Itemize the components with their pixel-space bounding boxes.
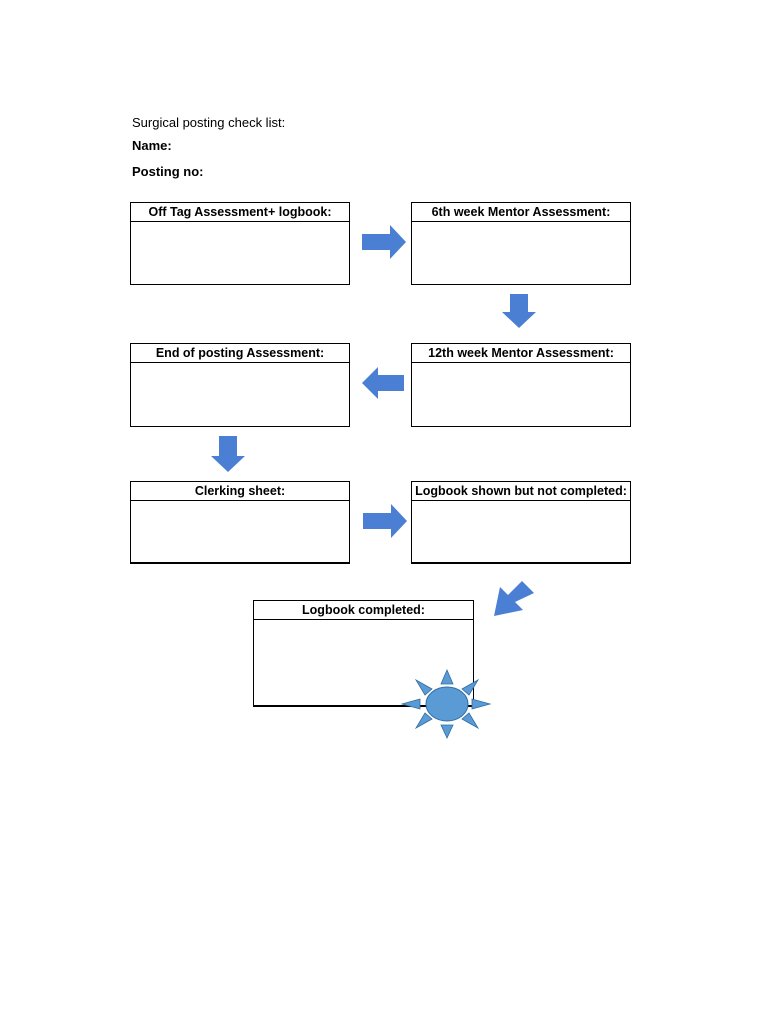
box-6th-week-mentor-assessment-label: 6th week Mentor Assessment: xyxy=(412,203,630,222)
page-title: Surgical posting check list: xyxy=(132,115,286,130)
box-12th-week-mentor-assessment[interactable]: 12th week Mentor Assessment: xyxy=(411,343,631,427)
arrow-left-icon xyxy=(362,367,404,399)
name-label: Name: xyxy=(132,138,172,153)
box-off-tag-assessment[interactable]: Off Tag Assessment+ logbook: xyxy=(130,202,350,285)
arrow-down-icon xyxy=(211,436,245,472)
posting-no-label: Posting no: xyxy=(132,164,204,179)
box-6th-week-mentor-assessment[interactable]: 6th week Mentor Assessment: xyxy=(411,202,631,285)
box-clerking-sheet[interactable]: Clerking sheet: xyxy=(130,481,350,564)
box-off-tag-assessment-label: Off Tag Assessment+ logbook: xyxy=(131,203,349,222)
box-logbook-shown-not-completed-label: Logbook shown but not completed: xyxy=(412,482,630,501)
arrow-right-icon xyxy=(363,504,407,538)
box-clerking-sheet-label: Clerking sheet: xyxy=(131,482,349,501)
box-logbook-completed-label: Logbook completed: xyxy=(254,601,473,620)
sun-icon xyxy=(400,668,492,739)
arrow-right-icon xyxy=(362,225,406,259)
box-logbook-shown-not-completed[interactable]: Logbook shown but not completed: xyxy=(411,481,631,564)
box-logbook-completed[interactable]: Logbook completed: xyxy=(253,600,474,707)
box-12th-week-mentor-assessment-label: 12th week Mentor Assessment: xyxy=(412,344,630,363)
arrow-down-icon xyxy=(502,294,536,328)
arrow-down-left-icon xyxy=(494,581,534,616)
box-end-of-posting-assessment[interactable]: End of posting Assessment: xyxy=(130,343,350,427)
box-end-of-posting-assessment-label: End of posting Assessment: xyxy=(131,344,349,363)
